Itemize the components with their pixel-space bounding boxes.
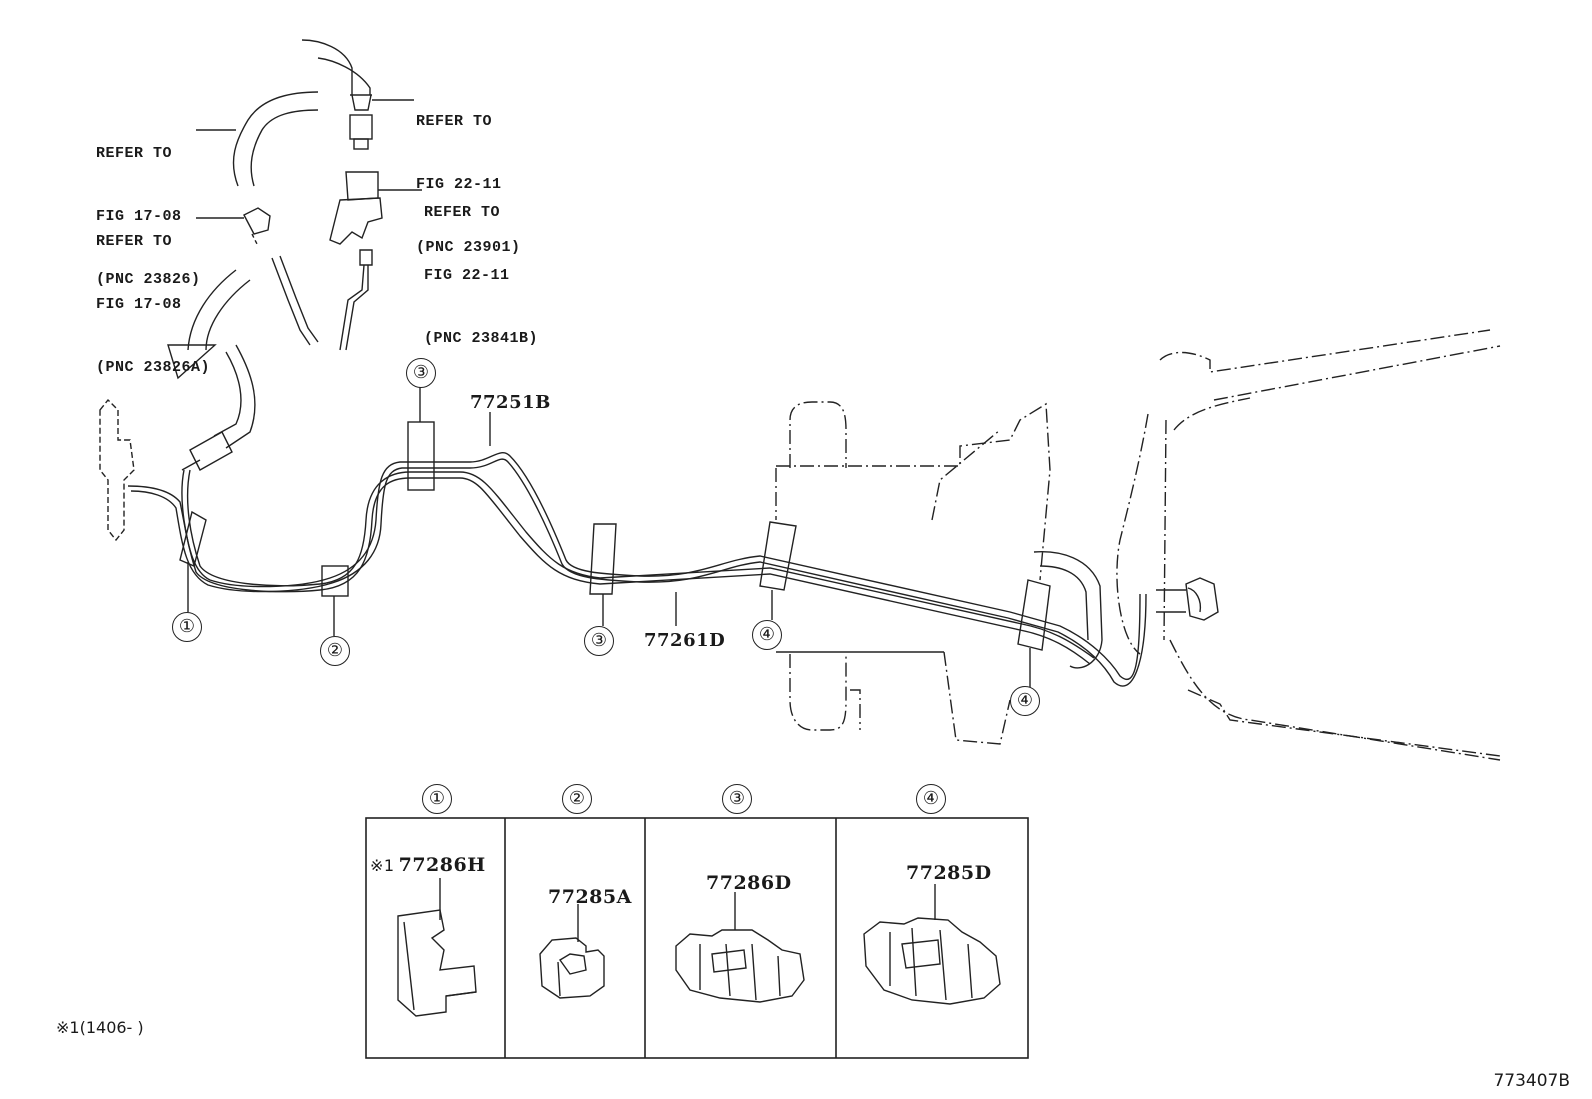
clip-77285a-drawing <box>539 904 605 999</box>
ref-label-22-11-b: REFER TO FIG 22-11 (PNC 23841B) <box>424 160 538 370</box>
filler-neck <box>1156 577 1219 621</box>
part-number-lower-tube: 77261D <box>644 630 726 651</box>
clamp-3-lower <box>589 523 617 595</box>
direction-arrow <box>167 269 251 380</box>
ref-label-17-08-a: REFER TO FIG 17-08 (PNC 23826) <box>96 101 201 311</box>
clamp-4-left <box>759 521 797 591</box>
note-mark: ※1 <box>370 856 395 875</box>
filler-hose-segment <box>232 91 319 187</box>
ref-line: REFER TO <box>96 145 173 162</box>
part-number: 77285D <box>906 862 992 884</box>
ref-line: REFER TO <box>416 113 493 130</box>
fuel-connector <box>329 171 383 351</box>
callout-clamp-3-lower: ③ <box>584 626 614 656</box>
clamp-1 <box>179 510 207 567</box>
table-cell-2: 77285A <box>548 886 632 908</box>
table-header-3: ③ <box>722 784 752 814</box>
part-number: 77286D <box>706 872 792 894</box>
clip-77286d-drawing <box>675 892 805 1003</box>
callout-clamp-4-right: ④ <box>1010 686 1040 716</box>
clamp-3-upper <box>407 421 435 491</box>
fuel-tank-outline <box>775 329 1501 761</box>
inlet-assembly <box>99 398 135 542</box>
clip-77285d-drawing <box>863 884 1001 1005</box>
ref-label-22-11-a: REFER TO FIG 22-11 (PNC 23901) <box>416 69 521 279</box>
ref-line: REFER TO <box>424 204 501 221</box>
ref-line: (PNC 23826) <box>96 271 201 288</box>
callout-clamp-1: ① <box>172 612 202 642</box>
clip-77286h-drawing <box>397 878 477 1017</box>
parts-table-frame <box>365 817 1029 1059</box>
table-header-2: ② <box>562 784 592 814</box>
table-cell-3: 77286D <box>706 872 792 894</box>
ref-line: (PNC 23826A) <box>96 359 211 376</box>
ref-line: FIG 17-08 <box>96 296 182 313</box>
callout-clamp-4-left: ④ <box>752 620 782 650</box>
ref-line: FIG 22-11 <box>416 176 502 193</box>
clamp-2 <box>321 565 349 597</box>
ref-line: (PNC 23901) <box>416 239 521 256</box>
part-number-upper-tube: 77251B <box>470 392 551 413</box>
clamp-4-right <box>1017 579 1051 651</box>
ref-line: FIG 22-11 <box>424 267 510 284</box>
inlet-pipe <box>181 344 256 471</box>
vent-pipe <box>301 39 373 150</box>
part-number: 77286H <box>398 854 486 876</box>
ref-label-17-08-b: REFER TO FIG 17-08 (PNC 23826A) <box>96 189 210 399</box>
fuel-tube-77261d <box>181 469 1095 665</box>
tank-strap <box>776 551 1103 669</box>
hose-clip <box>243 207 319 346</box>
ref-line: FIG 17-08 <box>96 208 182 225</box>
table-cell-4: 77285D <box>906 862 992 884</box>
table-header-1: ① <box>422 784 452 814</box>
ref-line: REFER TO <box>96 233 173 250</box>
part-number: 77285A <box>548 886 632 908</box>
callout-clamp-2: ② <box>320 636 350 666</box>
ref-line: (PNC 23841B) <box>424 330 539 347</box>
table-header-4: ④ <box>916 784 946 814</box>
callout-clamp-3-upper: ③ <box>406 358 436 388</box>
ref-leaders <box>196 99 422 219</box>
figure-id: 773407B <box>1493 1071 1570 1091</box>
footnote: ※1(1406‑ ) <box>56 1018 144 1037</box>
fuel-tube-77251b <box>127 452 1147 687</box>
